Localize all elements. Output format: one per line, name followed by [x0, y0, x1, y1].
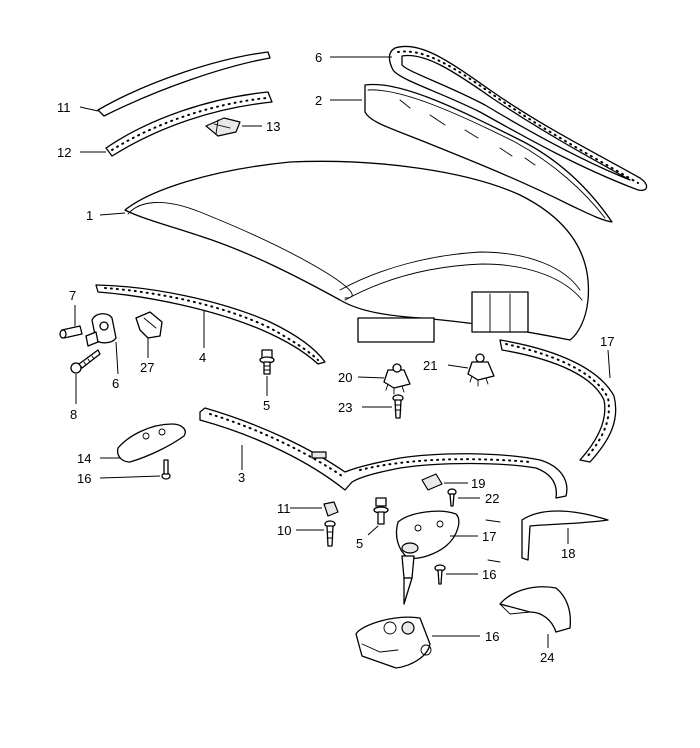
label-3: 3: [238, 470, 245, 485]
part-17-hinge-bracket: [395, 510, 460, 605]
label-24: 22: [485, 491, 499, 506]
part-16-screw-left: [161, 459, 171, 480]
callout-labels: 6 2 11 12 13 1 7 6 8 27 4 5 20 21 23 17 …: [57, 50, 614, 665]
label-10: 10: [277, 523, 291, 538]
label-18: 16: [485, 629, 499, 644]
label-19: 17: [600, 334, 614, 349]
label-23: 21: [423, 358, 437, 373]
label-16b: 16: [482, 567, 496, 582]
part-5-bolt-upper: [259, 349, 275, 375]
part-6-window-seal: [388, 45, 648, 191]
part-4-side-rail: [95, 284, 326, 365]
part-12-roof-strip: [97, 51, 271, 117]
label-25: 23: [338, 400, 352, 415]
part-15-latch: [116, 423, 186, 463]
part-14-clip: [205, 117, 241, 137]
label-8: 7: [69, 288, 76, 303]
label-16a: 16: [77, 471, 91, 486]
part-21-clip: [421, 473, 443, 491]
part-9-screw: [70, 349, 101, 374]
part-8-pin: [59, 325, 83, 339]
label-21: 19: [471, 476, 485, 491]
label-5b: 5: [356, 536, 363, 551]
label-11: 11: [277, 501, 291, 516]
label-7: 6: [112, 376, 119, 391]
part-2-rear-window: [364, 83, 613, 223]
part-11-nut: [323, 501, 339, 517]
label-13: 12: [57, 145, 71, 160]
label-1: 1: [86, 208, 93, 223]
label-17: 17: [482, 529, 496, 544]
label-15: 14: [77, 451, 91, 466]
part-5-bolt-lower: [373, 497, 389, 525]
part-13-bow-seal: [105, 91, 273, 157]
part-16-screw-right: [434, 564, 446, 585]
label-14: 13: [266, 119, 280, 134]
label-6: 6: [315, 50, 322, 65]
label-4: 4: [199, 350, 206, 365]
label-9: 8: [70, 407, 77, 422]
label-12: 11: [57, 100, 71, 115]
part-3-side-frame: [199, 407, 568, 499]
part-23-fastener: [467, 353, 495, 387]
label-27: 27: [140, 360, 154, 375]
label-26: 24: [540, 650, 554, 665]
label-5a: 5: [263, 398, 270, 413]
part-24-screw: [447, 488, 457, 507]
label-22: 20: [338, 370, 352, 385]
label-2: 2: [315, 93, 322, 108]
part-22-fastener: [383, 363, 411, 395]
leader-lines: [74, 56, 611, 648]
part-1-top-cover: [124, 160, 590, 343]
part-19-side-seal: [499, 339, 617, 463]
part-7-bracket: [85, 313, 117, 347]
part-20-trim: [485, 510, 609, 563]
label-20: 18: [561, 546, 575, 561]
part-18-latch-assembly: [355, 616, 432, 669]
part-26-cap: [499, 586, 572, 633]
part-10-screw: [324, 520, 336, 547]
part-25-screw: [392, 394, 404, 419]
part-27-clip: [135, 311, 163, 339]
